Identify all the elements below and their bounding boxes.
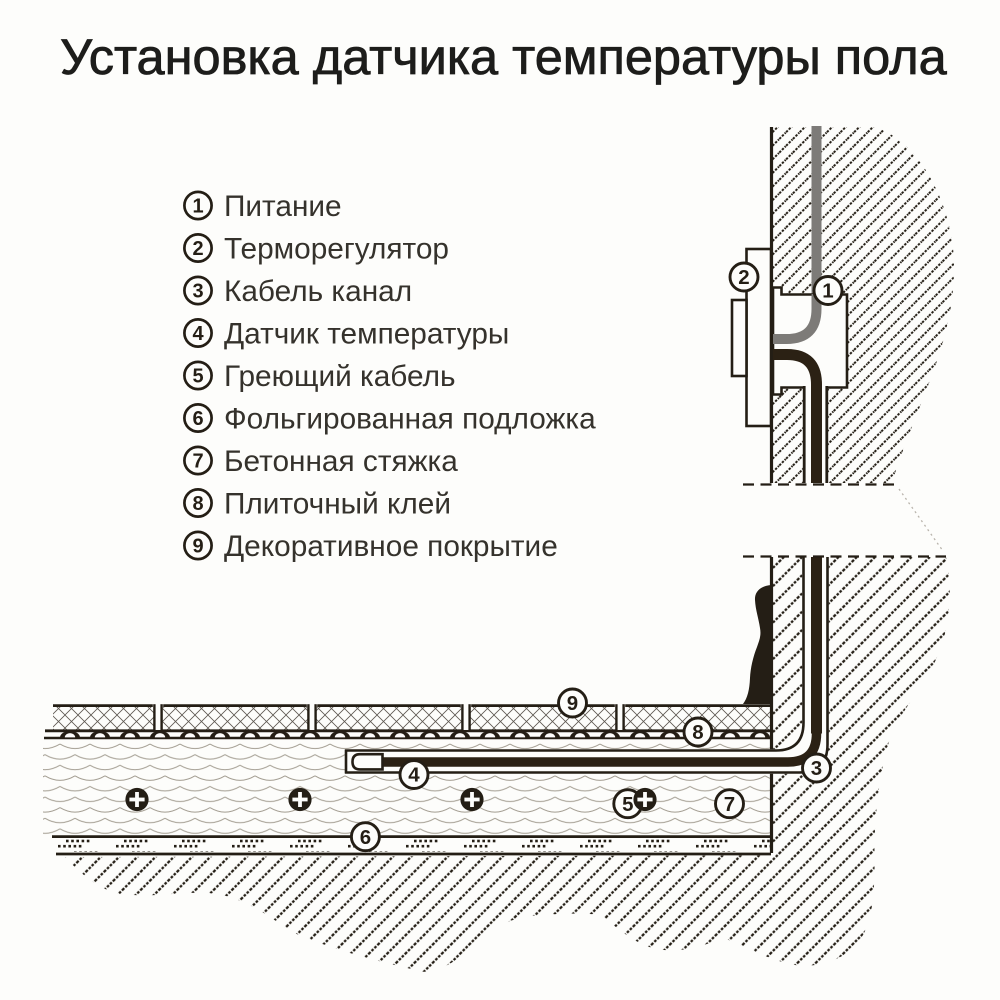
svg-text:4: 4 xyxy=(192,323,204,345)
svg-text:Питание: Питание xyxy=(224,190,342,223)
svg-text:Терморегулятор: Терморегулятор xyxy=(224,233,449,266)
svg-text:2: 2 xyxy=(738,266,749,289)
svg-text:1: 1 xyxy=(192,196,203,218)
svg-text:Установка датчика температуры: Установка датчика температуры пола xyxy=(60,28,948,85)
svg-text:Датчик температуры: Датчик температуры xyxy=(224,318,509,351)
svg-text:7: 7 xyxy=(724,793,735,816)
svg-text:Кабель канал: Кабель канал xyxy=(224,275,412,308)
svg-text:Бетонная стяжка: Бетонная стяжка xyxy=(224,445,458,478)
svg-text:Фольгированная подложка: Фольгированная подложка xyxy=(224,403,596,436)
svg-text:7: 7 xyxy=(192,451,203,473)
svg-text:8: 8 xyxy=(192,493,203,515)
svg-text:Плиточный клей: Плиточный клей xyxy=(224,488,451,521)
svg-text:9: 9 xyxy=(567,692,578,715)
svg-text:6: 6 xyxy=(192,408,203,430)
svg-text:6: 6 xyxy=(360,826,371,849)
svg-text:Греющий кабель: Греющий кабель xyxy=(224,360,456,393)
svg-text:1: 1 xyxy=(822,280,833,303)
svg-text:3: 3 xyxy=(192,281,203,303)
svg-text:5: 5 xyxy=(192,366,203,388)
svg-text:4: 4 xyxy=(408,764,420,787)
svg-text:9: 9 xyxy=(192,536,203,558)
svg-text:3: 3 xyxy=(811,757,822,780)
svg-text:2: 2 xyxy=(192,238,203,260)
svg-text:Декоративное покрытие: Декоративное покрытие xyxy=(224,530,558,563)
svg-text:8: 8 xyxy=(692,721,703,744)
svg-text:5: 5 xyxy=(622,793,633,816)
